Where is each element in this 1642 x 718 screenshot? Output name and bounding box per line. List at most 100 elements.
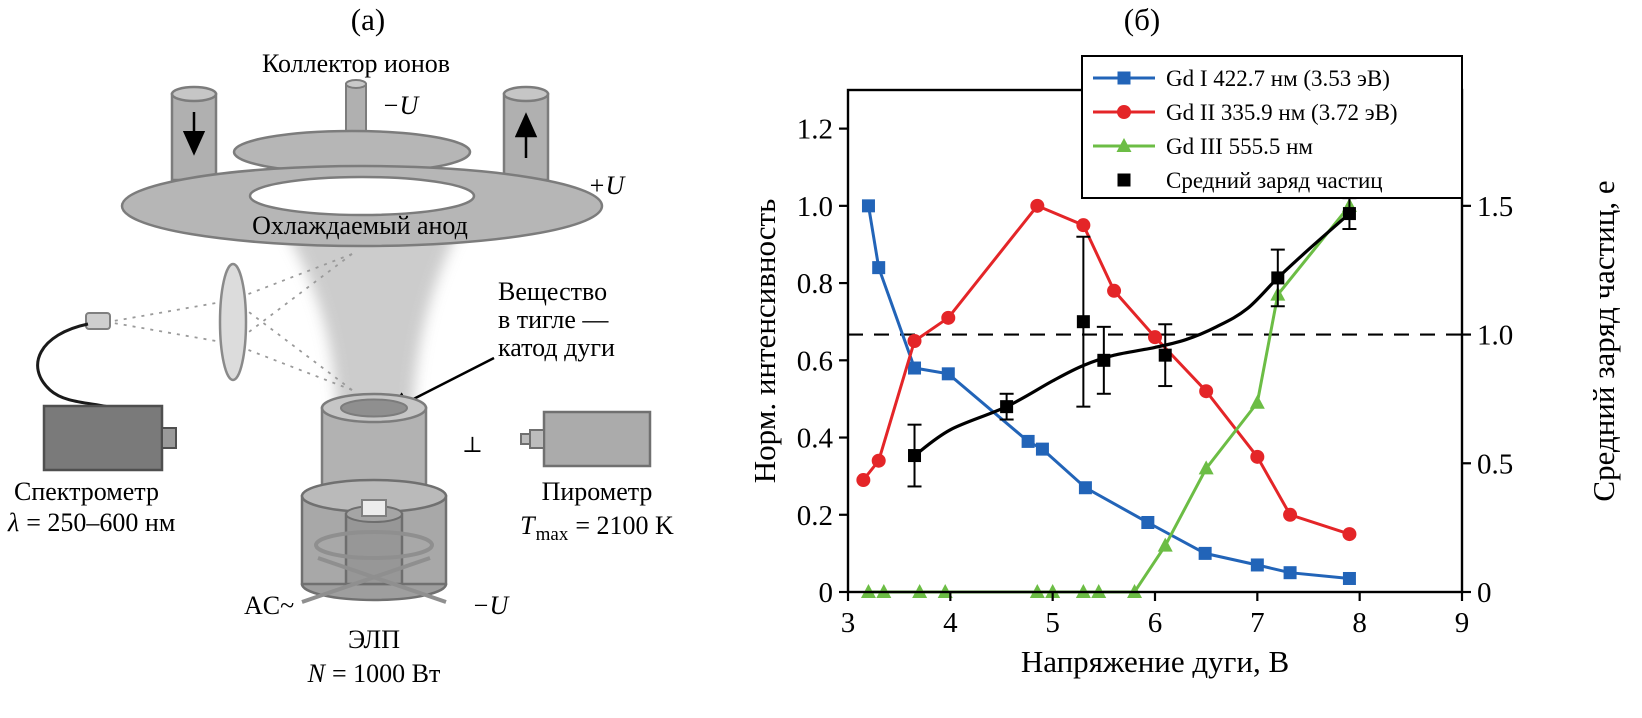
anode-hole bbox=[248, 175, 476, 217]
right-feedthrough bbox=[502, 85, 550, 182]
electron-gun bbox=[300, 478, 448, 604]
pyrometer-lens bbox=[520, 433, 531, 445]
x-tick-label: 8 bbox=[1352, 607, 1367, 639]
ray bbox=[107, 321, 234, 345]
marker-square-icon bbox=[1035, 442, 1049, 456]
gun-voltage-label: −U bbox=[472, 591, 511, 620]
setup-diagram-svg: (а) Коллектор ионов −U bbox=[7, 2, 674, 688]
marker-square-icon bbox=[908, 361, 922, 375]
x-axis-title: Напряжение дуги, В bbox=[1021, 644, 1289, 679]
cooled-anode-label: Охлаждаемый анод bbox=[252, 211, 468, 240]
panel-b-label: (б) bbox=[1124, 2, 1160, 37]
n-symbol: N bbox=[307, 659, 327, 688]
ray bbox=[232, 343, 353, 391]
vapor-plume bbox=[278, 218, 464, 415]
gun-inner-cylinder bbox=[344, 512, 404, 586]
ray bbox=[107, 299, 234, 323]
crucible-opening bbox=[340, 398, 408, 418]
x-tick-label: 4 bbox=[943, 607, 958, 639]
y-left-tick-label: 0.8 bbox=[797, 268, 833, 300]
spectrometer-port bbox=[161, 427, 177, 449]
y-right-tick-label: 0 bbox=[1477, 577, 1492, 609]
marker-square-icon bbox=[1141, 515, 1155, 529]
series-charge bbox=[907, 197, 1357, 488]
t-subscript: max bbox=[536, 524, 569, 545]
marker-circle-icon bbox=[856, 473, 871, 488]
legend-label: Средний заряд частиц bbox=[1166, 168, 1383, 193]
pyrometer-temp-label: Tmax = 2100 K bbox=[520, 511, 674, 545]
x-tick-label: 9 bbox=[1455, 607, 1470, 639]
ray bbox=[232, 253, 353, 345]
marker-circle-icon bbox=[1199, 384, 1214, 399]
x-tick-label: 3 bbox=[841, 607, 856, 639]
x-tick-label: 6 bbox=[1148, 607, 1163, 639]
ray bbox=[232, 253, 353, 301]
t-value: = 2100 K bbox=[575, 511, 674, 540]
filament-leg bbox=[317, 556, 447, 604]
substance-label-line3: катод дуги bbox=[498, 333, 615, 362]
pyrometer-body bbox=[542, 410, 652, 468]
marker-circle-icon bbox=[871, 453, 886, 468]
collector-pin-top bbox=[345, 79, 367, 89]
marker-circle-icon bbox=[1283, 507, 1298, 522]
light-rays bbox=[107, 253, 353, 391]
y-left-tick-label: 0 bbox=[819, 577, 834, 609]
marker-square-icon bbox=[1342, 207, 1356, 221]
spectrometer-body bbox=[42, 404, 164, 472]
anode-voltage-label: +U bbox=[588, 171, 627, 200]
pyrometer-box bbox=[520, 410, 652, 468]
y-left-tick-label: 0.6 bbox=[797, 345, 833, 377]
left-feedthrough bbox=[170, 85, 218, 182]
marker-circle-icon bbox=[1117, 105, 1131, 119]
marker-circle-icon bbox=[907, 334, 922, 348]
marker-square-icon bbox=[1000, 400, 1014, 414]
legend-box bbox=[1081, 55, 1463, 199]
marker-square-icon bbox=[1078, 481, 1092, 495]
marker-circle-icon bbox=[1107, 283, 1122, 298]
marker-circle-icon bbox=[1342, 527, 1357, 542]
lens bbox=[218, 262, 248, 382]
y-right-tick-label: 1.5 bbox=[1477, 191, 1513, 223]
marker-square-icon bbox=[872, 261, 886, 275]
right-axis-title: Средний заряд частиц, e bbox=[1586, 180, 1621, 501]
spectrometer-range-label: λ= 250–600 нм bbox=[7, 508, 175, 537]
marker-square-icon bbox=[941, 367, 955, 381]
marker-triangle-icon bbox=[1157, 537, 1173, 552]
marker-square-icon bbox=[1271, 271, 1285, 285]
crucible bbox=[320, 392, 428, 494]
substance-label-line1: Вещество bbox=[498, 277, 607, 306]
n-value: = 1000 Вт bbox=[332, 659, 440, 688]
left-feedthrough-top bbox=[170, 85, 218, 103]
marker-square-icon bbox=[1198, 546, 1212, 560]
marker-square-icon bbox=[1097, 353, 1111, 367]
collector-voltage-label: −U bbox=[382, 91, 421, 120]
power-label: N= 1000 Вт bbox=[307, 659, 441, 688]
legend-label: Gd III 555.5 нм bbox=[1166, 134, 1313, 159]
substance-label-line2: в тигле — bbox=[498, 305, 609, 334]
filament-coil bbox=[314, 530, 434, 560]
t-symbol: T bbox=[520, 511, 536, 540]
panel-a-label: (а) bbox=[351, 2, 385, 37]
marker-circle-icon bbox=[1076, 218, 1091, 233]
y-left-tick-label: 1.0 bbox=[797, 191, 833, 223]
ray bbox=[232, 299, 353, 391]
right-feedthrough-top bbox=[502, 85, 550, 103]
series-gd-i bbox=[861, 199, 1356, 585]
marker-triangle-icon bbox=[1116, 138, 1132, 152]
elp-label: ЭЛП bbox=[348, 625, 400, 654]
marker-triangle-icon bbox=[1198, 460, 1214, 475]
gun-insulator bbox=[361, 499, 387, 517]
marker-square-icon bbox=[1283, 566, 1297, 580]
legend: Gd I 422.7 нм (3.53 эВ)Gd II 335.9 нм (3… bbox=[1081, 55, 1463, 199]
panel-b-chart: (б) Норм. интенсивность Средний заряд ча… bbox=[742, 0, 1642, 713]
marker-circle-icon bbox=[941, 310, 956, 325]
cooled-anode-ring bbox=[120, 164, 604, 248]
marker-circle-icon bbox=[1030, 198, 1045, 213]
spectrometer-label: Спектрометр bbox=[14, 477, 159, 506]
filament-leg bbox=[301, 556, 431, 604]
marker-circle-icon bbox=[1250, 449, 1265, 464]
series-gd-iii bbox=[860, 197, 1357, 598]
